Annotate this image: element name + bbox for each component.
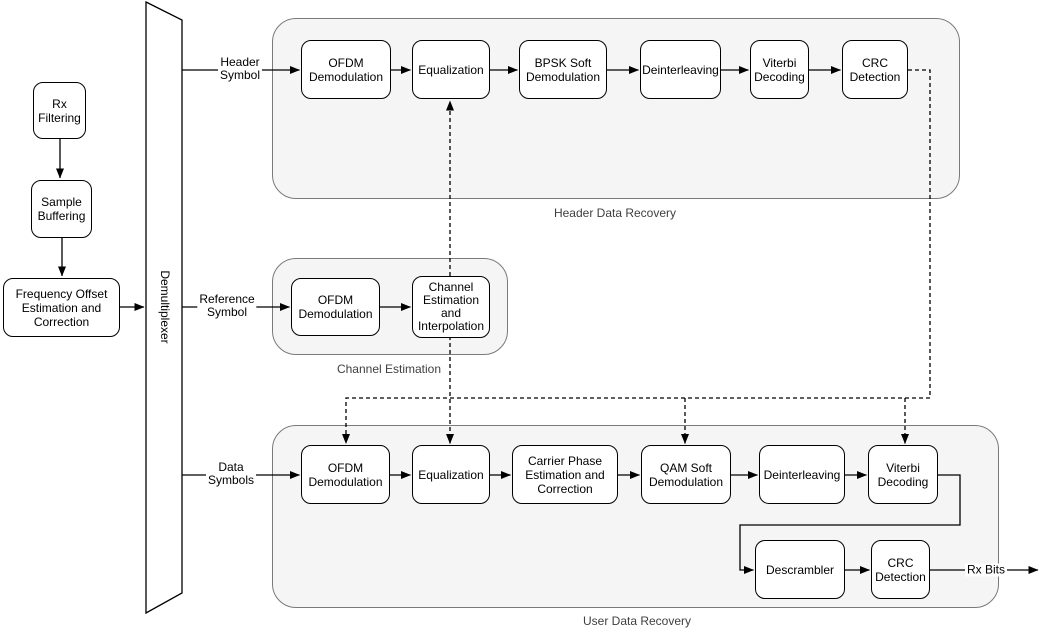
edge-label-data-symbols: Data Symbols xyxy=(205,460,257,487)
block-usr-viterbi-decoding: Viterbi Decoding xyxy=(868,445,938,504)
block-hdr-bpsk-soft-demodulation: BPSK Soft Demodulation xyxy=(519,40,607,99)
block-hdr-ofdm-demodulation: OFDM Demodulation xyxy=(301,40,391,99)
edge-label-rx-bits: Rx Bits xyxy=(964,562,1008,577)
block-rx-filtering: Rx Filtering xyxy=(33,82,86,139)
block-ce-channel-estimation-interpolation: Channel Estimation and Interpolation xyxy=(412,276,490,338)
block-hdr-equalization: Equalization xyxy=(412,40,490,99)
connector-usr-viterbi-descrambler xyxy=(739,474,961,574)
dashed-connectors xyxy=(342,69,931,444)
edge-label-reference-symbol: Reference Symbol xyxy=(197,292,257,319)
block-hdr-viterbi-decoding: Viterbi Decoding xyxy=(750,40,809,99)
group-label-user-data-recovery: User Data Recovery xyxy=(582,614,692,628)
block-usr-descrambler: Descrambler xyxy=(755,540,845,599)
connector-hdrcrc-to-usr-ofdm xyxy=(342,69,931,444)
block-hdr-deinterleaving: Deinterleaving xyxy=(640,40,721,99)
block-usr-carrier-phase: Carrier Phase Estimation and Correction xyxy=(512,445,618,504)
block-sample-buffering: Sample Buffering xyxy=(31,180,92,238)
block-usr-deinterleaving: Deinterleaving xyxy=(759,445,845,504)
block-usr-crc-detection: CRC Detection xyxy=(871,540,930,599)
block-usr-ofdm-demodulation: OFDM Demodulation xyxy=(301,445,390,504)
block-usr-qam-soft-demodulation: QAM Soft Demodulation xyxy=(641,445,731,504)
block-frequency-offset: Frequency Offset Estimation and Correcti… xyxy=(3,278,120,337)
demultiplexer-shape xyxy=(145,0,183,615)
block-usr-equalization: Equalization xyxy=(412,445,490,504)
edge-label-header-symbol: Header Symbol xyxy=(217,55,263,82)
demultiplexer-label: Demultiplexer xyxy=(158,270,172,344)
group-label-header-data-recovery: Header Data Recovery xyxy=(553,206,677,220)
block-ce-ofdm-demodulation: OFDM Demodulation xyxy=(291,278,380,336)
block-hdr-crc-detection: CRC Detection xyxy=(842,40,908,99)
group-label-channel-estimation: Channel Estimation xyxy=(336,362,442,376)
